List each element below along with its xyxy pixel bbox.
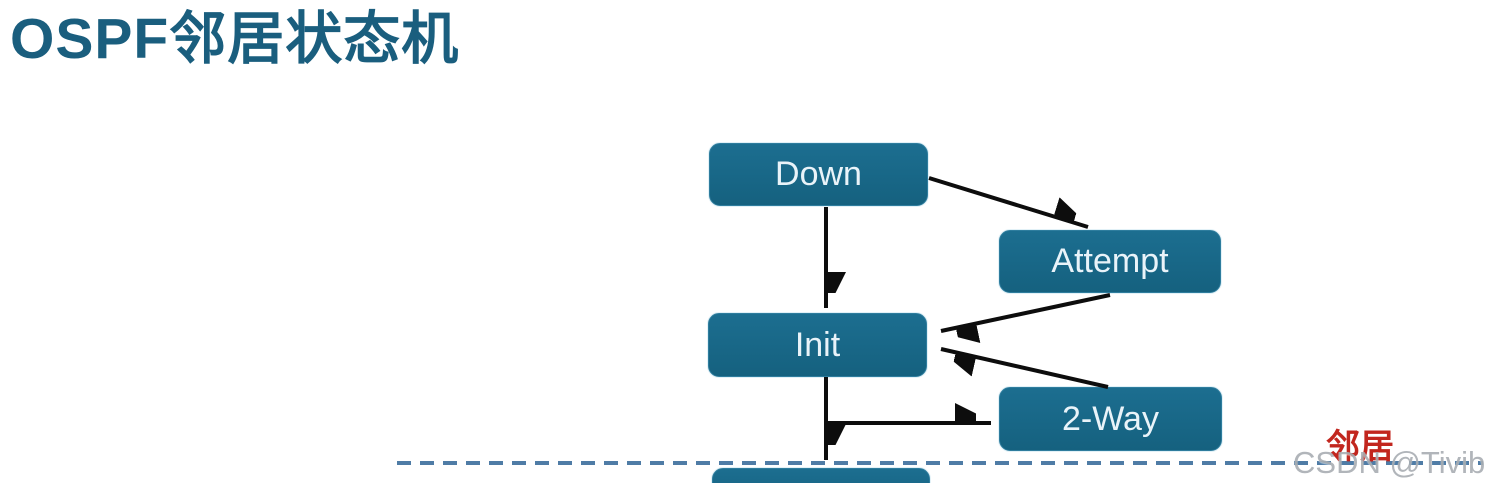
- arrow-attempt-to-init: [940, 293, 1111, 331]
- arrow-down-to-attempt: [928, 176, 1089, 229]
- state-node-attempt: Attempt: [999, 230, 1221, 293]
- watermark: CSDN @Tivibra: [1293, 445, 1487, 480]
- state-node-next-partial: [712, 468, 930, 483]
- state-node-attempt-label: Attempt: [1051, 242, 1169, 280]
- state-node-down: Down: [709, 143, 928, 206]
- state-node-down-label: Down: [775, 155, 862, 193]
- state-node-init-label: Init: [794, 325, 841, 364]
- neighbor-boundary-label: 邻居: [1326, 428, 1394, 466]
- arrow-two-way-to-init: [940, 347, 1109, 389]
- state-node-init: Init: [708, 313, 927, 377]
- page-title: OSPF邻居状态机: [10, 7, 460, 71]
- state-node-two-way-label: 2-Way: [1062, 399, 1159, 438]
- state-node-two-way: 2-Way: [999, 387, 1222, 451]
